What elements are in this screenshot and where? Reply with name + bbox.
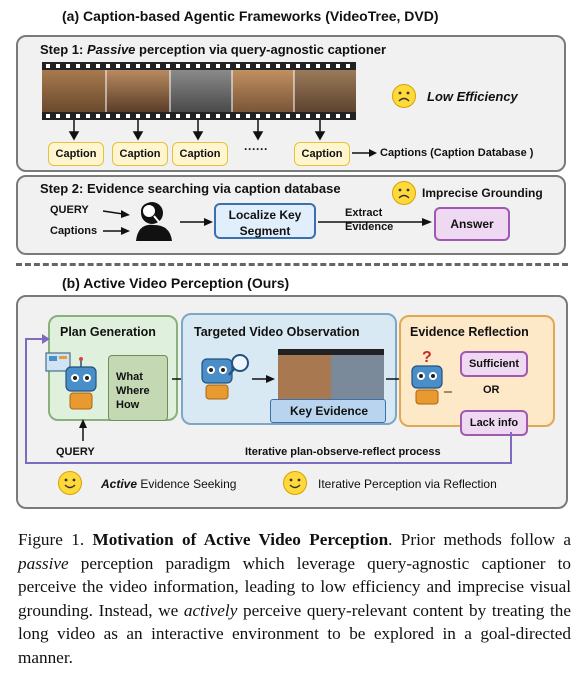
person-search-icon [136, 202, 172, 241]
arrow-right-icon [180, 218, 213, 226]
imprecise-grounding-label: Imprecise Grounding [422, 186, 543, 200]
caption-box: Caption [112, 142, 168, 166]
extract-evidence-label: Extract Evidence [345, 207, 394, 233]
query-label-b: QUERY [56, 446, 95, 458]
sad-face-icon [392, 181, 416, 205]
svg-text:?: ? [422, 349, 432, 366]
where-label: Where [116, 385, 150, 397]
captions-database-label: Captions (Caption Database ) [380, 147, 534, 159]
figure-caption: Figure 1. Motivation of Active Video Per… [18, 530, 571, 667]
video-frame [232, 62, 294, 120]
figure-label: Figure 1. [18, 530, 85, 549]
caption-box: Caption [172, 142, 228, 166]
how-label: How [116, 399, 140, 411]
plan-generation-title: Plan Generation [60, 325, 156, 339]
answer-box: Answer [434, 207, 510, 241]
video-frame [106, 62, 170, 120]
or-label: OR [483, 384, 500, 396]
iterative-loop-arrow [25, 334, 512, 464]
sufficient-box: Sufficient [460, 351, 528, 377]
targeted-observation-title: Targeted Video Observation [194, 325, 360, 339]
arrow-up-icon [79, 419, 87, 441]
film-sprockets [46, 64, 350, 118]
query-label: QUERY [50, 204, 89, 216]
arrow-right-icon [318, 218, 432, 226]
step2-title: Step 2: Evidence searching via caption d… [40, 181, 341, 196]
video-frame [294, 62, 356, 120]
caption-bold: Motivation of Active Video Perception [92, 530, 389, 549]
localize-key-segment-box: Localize Key Segment [214, 203, 316, 239]
what-label: What [116, 371, 143, 383]
part-a-title: (a) Caption-based Agentic Frameworks (Vi… [62, 8, 439, 24]
section-divider [16, 263, 568, 266]
caption-box: Caption [48, 142, 104, 166]
arrow-right-icon [352, 149, 377, 157]
captions-label: Captions [50, 225, 98, 237]
low-efficiency-label: Low Efficiency [427, 89, 518, 104]
sad-face-icon [392, 84, 416, 108]
key-evidence-banner [270, 399, 386, 423]
ellipsis: ······ [244, 142, 268, 156]
smile-face-icon [58, 471, 82, 495]
iterative-perception-label: Iterative Perception via Reflection [318, 477, 497, 491]
key-evidence-label: Key Evidence [290, 404, 369, 418]
evidence-reflection-title: Evidence Reflection [410, 325, 529, 339]
robot-magnifier-icon [201, 354, 249, 400]
robot-icon [45, 352, 97, 410]
iterative-process-label: Iterative plan-observe-reflect process [245, 446, 441, 458]
caption-box: Caption [294, 142, 350, 166]
smile-face-icon [283, 471, 307, 495]
active-evidence-seeking-label: Active Evidence Seeking [101, 477, 237, 491]
step1-title: Step 1: Passive perception via query-agn… [40, 42, 387, 57]
key-evidence-clip [278, 349, 384, 407]
video-frame [42, 62, 106, 120]
video-frame [170, 62, 232, 120]
robot-thinking-icon: ? [411, 349, 452, 405]
down-arrows [68, 120, 326, 141]
input-arrows [103, 210, 130, 235]
part-b-title: (b) Active Video Perception (Ours) [62, 275, 290, 291]
arrow-right-icon [252, 375, 275, 383]
plan-scroll [108, 355, 168, 421]
lack-info-box: Lack info [460, 410, 528, 436]
